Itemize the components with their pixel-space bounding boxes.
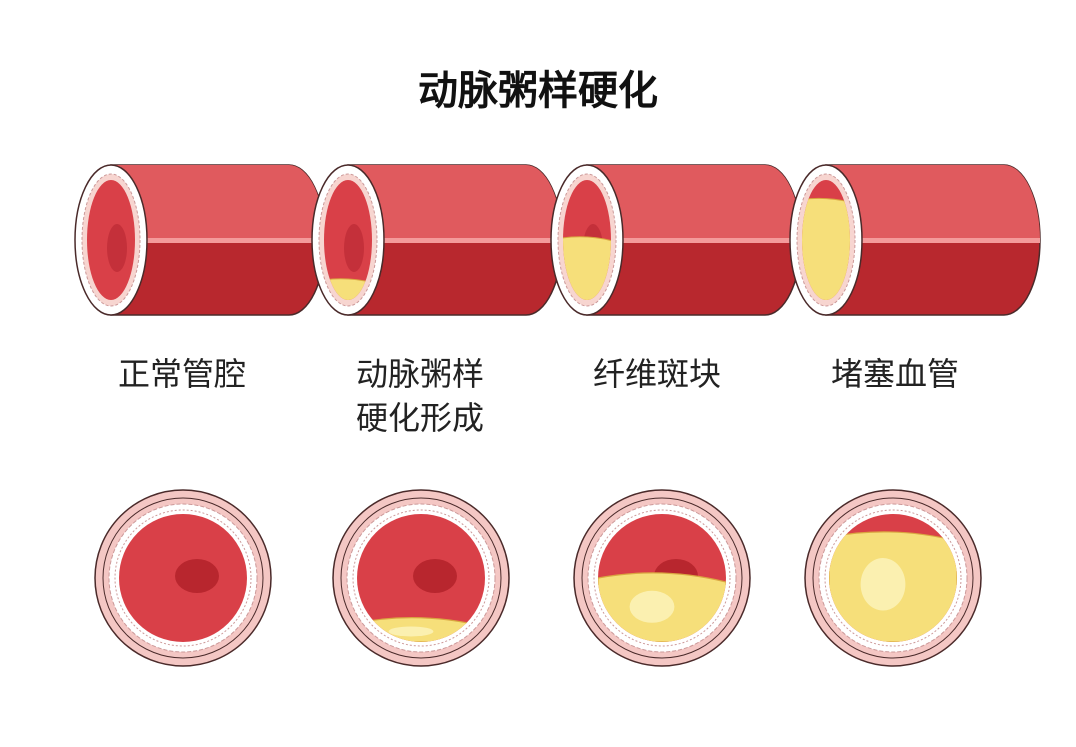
vessel-body-upper [111, 165, 325, 240]
vessel-cross-section-0 [94, 489, 272, 667]
vessel-cross-section-2 [573, 489, 751, 667]
plaque-highlight [629, 590, 675, 623]
inner-wall [352, 509, 490, 647]
label-line: 堵塞血管 [830, 355, 959, 393]
label-line: 纤维斑块 [592, 355, 721, 393]
vessel-highlight [826, 238, 1040, 243]
vessel-tube-3 [789, 164, 1041, 316]
inner-wall [593, 509, 731, 647]
lumen-shadow [413, 559, 457, 593]
plaque-highlight [860, 558, 906, 611]
vessel-cross-section-1 [332, 489, 510, 667]
outer-wall-line [812, 497, 974, 659]
lumen-shadow [175, 559, 219, 593]
label-line: 动脉粥样 [355, 355, 484, 393]
stage-label-fibrous-plaque: 纤维斑块 [537, 352, 777, 396]
vessel-cross-section-3 [804, 489, 982, 667]
vessel-tube-2 [550, 164, 802, 316]
vessel-body-upper [587, 165, 801, 240]
vessel-body-upper [826, 165, 1040, 240]
outer-wall-line [581, 497, 743, 659]
label-line: 硬化形成 [355, 399, 484, 437]
inner-wall [824, 509, 962, 647]
stage-label-normal: 正常管腔 [62, 352, 302, 396]
stage-label-forming: 动脉粥样 硬化形成 [300, 352, 540, 440]
vessel-highlight [587, 238, 801, 243]
outer-wall-line [340, 497, 502, 659]
outer-wall-line [102, 497, 264, 659]
lumen-shadow [107, 224, 127, 272]
stage-label-blocked: 堵塞血管 [775, 352, 1015, 396]
plaque-highlight [388, 626, 434, 637]
vessel-highlight [111, 238, 325, 243]
lumen-shadow [344, 224, 364, 272]
inner-wall [114, 509, 252, 647]
vessel-body-upper [348, 165, 562, 240]
vessel-highlight [348, 238, 562, 243]
diagram-title: 动脉粥样硬化 [418, 68, 658, 114]
label-line: 正常管腔 [117, 355, 246, 393]
vessel-tube-1 [311, 164, 563, 316]
vessel-tube-0 [74, 164, 326, 316]
